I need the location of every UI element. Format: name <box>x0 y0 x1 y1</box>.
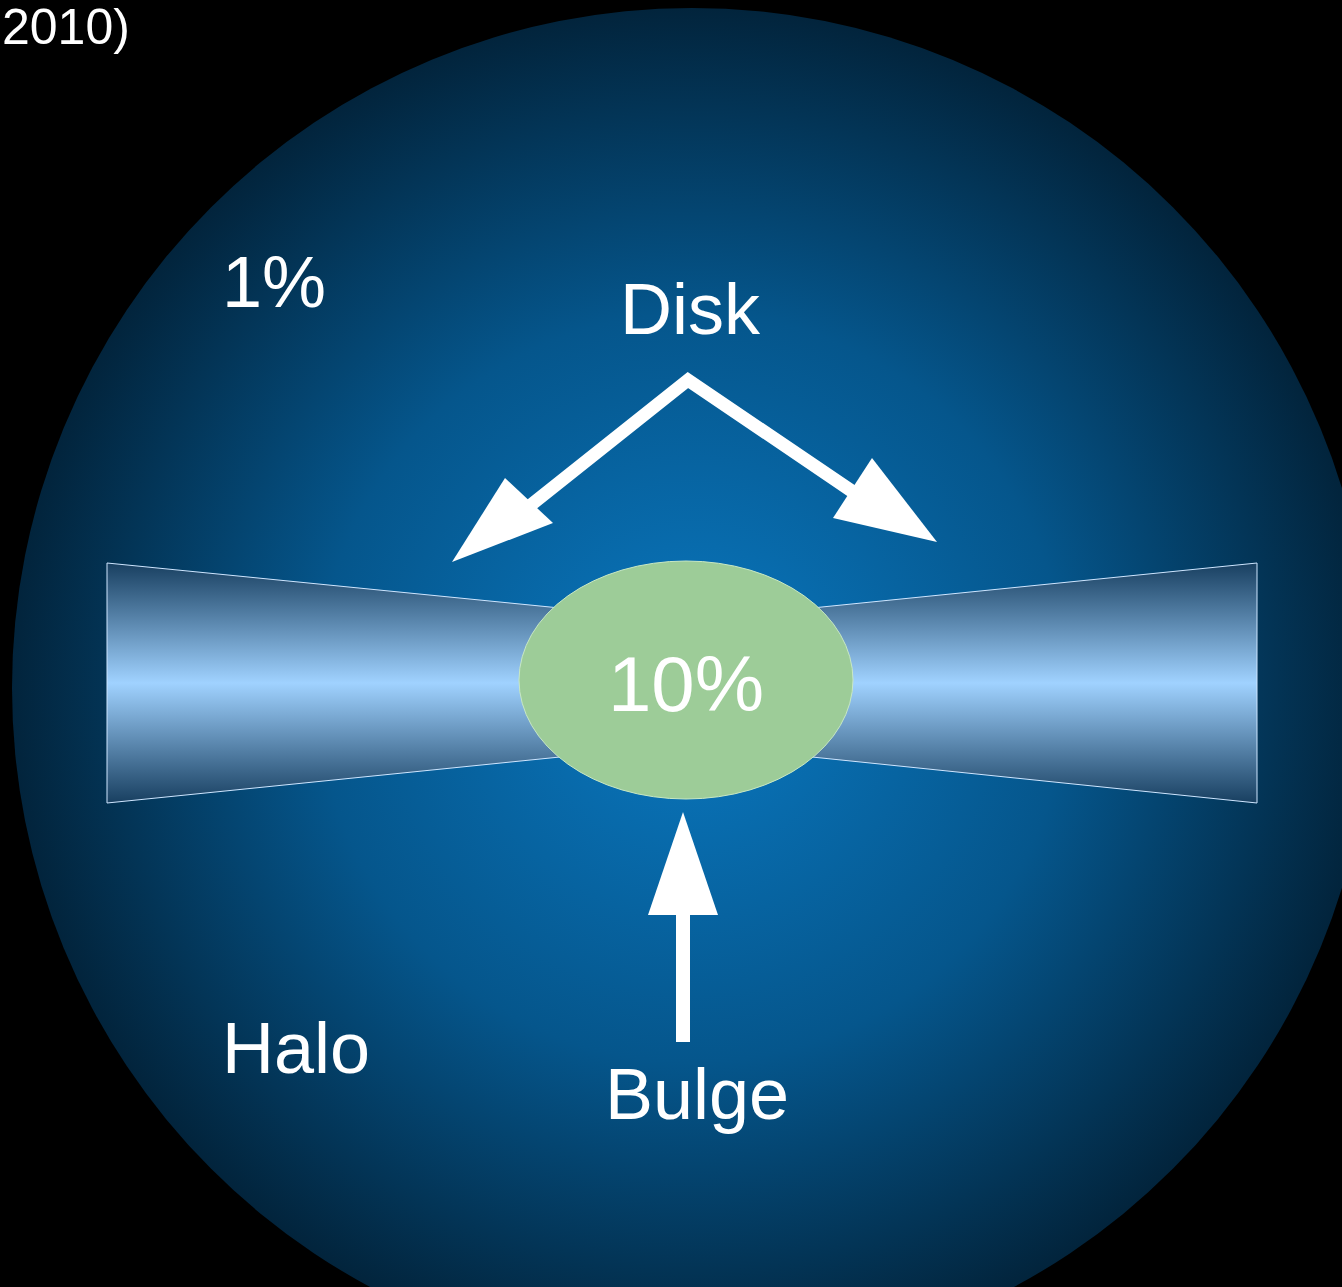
halo-sphere <box>12 8 1342 1287</box>
disk-right <box>812 563 1257 803</box>
bulge-ellipse: 10% <box>518 560 854 800</box>
bulge-label: Bulge <box>605 1058 789 1130</box>
citation-fragment: 2010) <box>2 2 130 52</box>
bulge-fraction: 10% <box>608 645 764 723</box>
disk-label: Disk <box>620 273 760 345</box>
halo-fraction: 1% <box>222 246 326 318</box>
leader-arrows <box>452 380 937 1042</box>
halo-label: Halo <box>222 1012 370 1084</box>
disk-left <box>107 563 560 803</box>
